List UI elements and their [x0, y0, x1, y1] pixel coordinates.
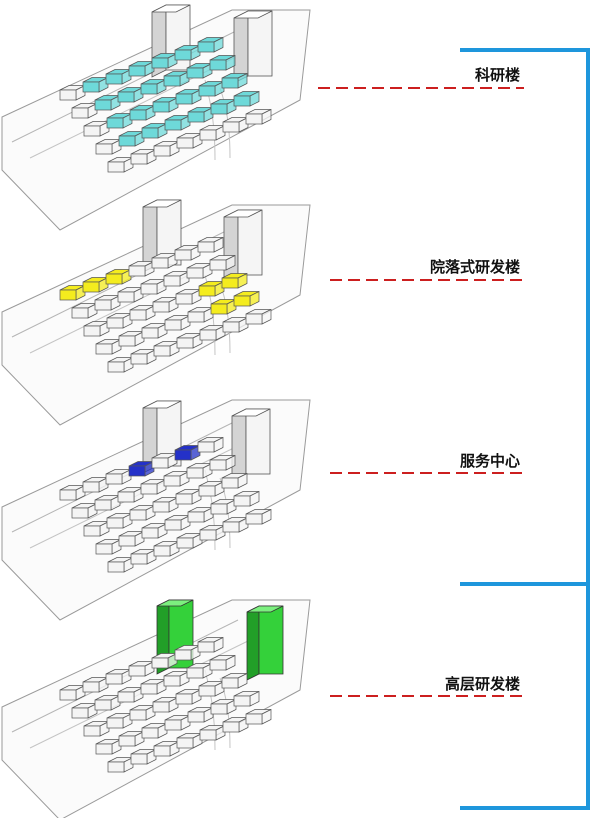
tower-right: [223, 209, 263, 283]
highlighted-block: [94, 94, 121, 111]
building-block: [197, 636, 224, 653]
tower-right: [233, 10, 273, 84]
building-block: [245, 508, 272, 525]
building-block: [95, 738, 122, 755]
panel-courtyard: [1, 199, 311, 426]
label-highrise: 高层研发楼: [445, 675, 520, 693]
building-blocks-courtyard: [59, 236, 272, 373]
panel-highrise: [1, 599, 311, 818]
highlighted-block: [197, 36, 224, 53]
blue-bracket: [460, 48, 590, 810]
building-blocks-research: [59, 36, 272, 173]
building-block: [164, 714, 191, 731]
label-research: 科研楼: [475, 66, 520, 84]
highlighted-block: [233, 90, 260, 107]
building-block: [233, 690, 260, 707]
tower-right: [231, 408, 271, 482]
building-block: [118, 730, 145, 747]
building-block: [186, 462, 213, 479]
building-block: [209, 254, 236, 271]
panel-service: [1, 399, 311, 621]
building-block: [83, 120, 110, 137]
building-block: [186, 262, 213, 279]
building-block: [176, 532, 203, 549]
building-block: [209, 654, 236, 671]
building-block: [152, 296, 179, 313]
building-blocks-service: [59, 436, 272, 573]
building-block: [95, 138, 122, 155]
building-block: [140, 478, 167, 495]
building-block: [233, 490, 260, 507]
building-block: [175, 288, 202, 305]
highlighted-block: [164, 114, 191, 131]
building-block: [141, 522, 168, 539]
highlighted-block: [209, 54, 236, 71]
label-courtyard: 院落式研发楼: [430, 258, 520, 276]
tower-right-highlight: [246, 605, 284, 681]
building-block: [245, 308, 272, 325]
highlighted-block: [59, 284, 86, 301]
building-block: [199, 524, 226, 541]
building-block: [151, 652, 178, 669]
building-block: [221, 472, 248, 489]
highlighted-block: [118, 130, 145, 147]
building-block: [245, 708, 272, 725]
label-service: 服务中心: [460, 452, 520, 470]
building-block: [174, 244, 201, 261]
building-block: [197, 436, 224, 453]
building-block: [245, 108, 272, 125]
highlighted-block: [233, 290, 260, 307]
building-block: [209, 454, 236, 471]
building-block: [197, 236, 224, 253]
highlighted-block: [221, 72, 248, 89]
building-block: [186, 662, 213, 679]
building-block: [130, 348, 157, 365]
building-block: [59, 484, 86, 501]
building-blocks-highrise: [59, 636, 272, 773]
building-block: [82, 676, 109, 693]
highlighted-block: [174, 444, 201, 461]
building-block: [221, 672, 248, 689]
highlighted-block: [221, 272, 248, 289]
panel-research: [1, 4, 311, 231]
highlighted-block: [117, 86, 144, 103]
building-block: [163, 270, 190, 287]
building-block: [95, 538, 122, 555]
